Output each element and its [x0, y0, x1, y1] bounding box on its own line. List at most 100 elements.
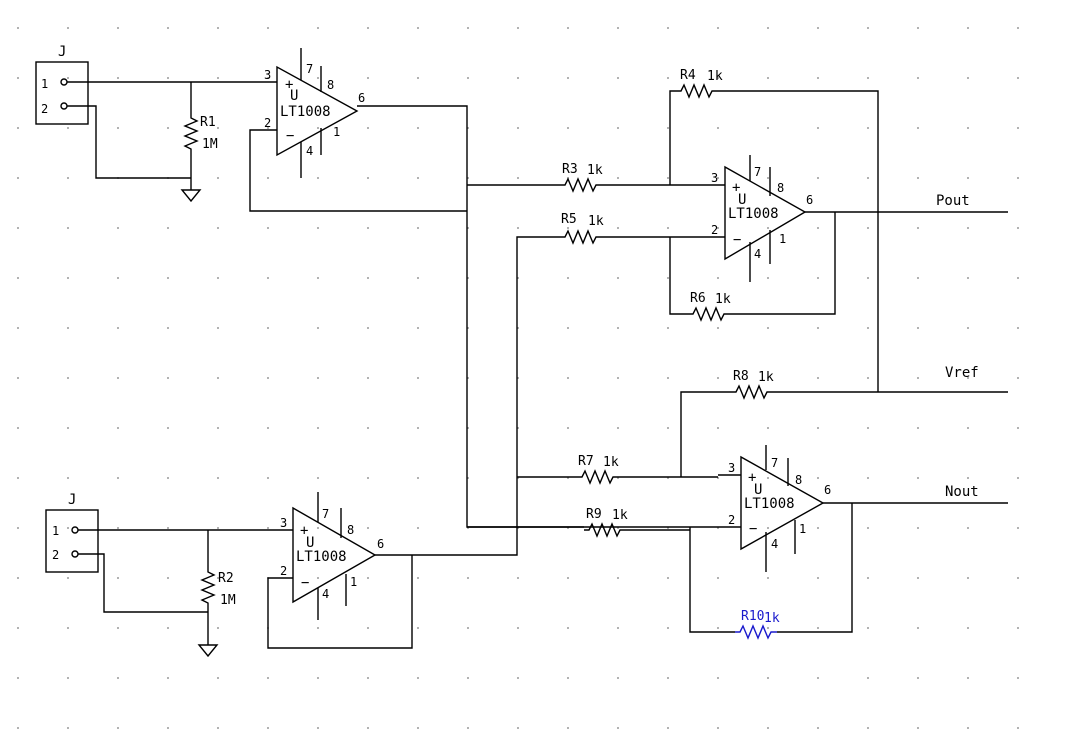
resistor-ref: R7: [578, 454, 594, 469]
resistor-r6[interactable]: R6 1k: [688, 291, 731, 322]
grid-dot: [17, 77, 19, 79]
grid-dot: [667, 677, 669, 679]
grid-dot: [417, 477, 419, 479]
resistor-value: 1k: [764, 611, 780, 626]
resistor-r9[interactable]: R9 1k: [584, 507, 628, 538]
grid-dot: [17, 277, 19, 279]
connector-j-bottom[interactable]: J 1 2: [45, 492, 99, 573]
grid-dot: [967, 627, 969, 629]
grid-dot: [17, 527, 19, 529]
grid-dot: [1017, 427, 1019, 429]
grid-dot: [167, 527, 169, 529]
grid-dot: [1017, 577, 1019, 579]
grid-dot: [867, 577, 869, 579]
grid-dot: [567, 377, 569, 379]
grid-dot: [667, 727, 669, 729]
resistor-value: 1M: [202, 137, 218, 152]
grid-dot: [67, 127, 69, 129]
opamp-u1[interactable]: + − U LT1008 3 2 7 8 4 1 6: [254, 48, 365, 178]
grid-dot: [67, 477, 69, 479]
grid-dot: [917, 577, 919, 579]
resistor-r1[interactable]: R1 1M: [183, 112, 218, 156]
pin-number: 1: [350, 575, 357, 589]
grid-dot: [167, 727, 169, 729]
grid-dot: [217, 727, 219, 729]
grid-dot: [17, 677, 19, 679]
grid-dot: [917, 277, 919, 279]
grid-dot: [667, 577, 669, 579]
grid-dot: [17, 577, 19, 579]
pin-number: 3: [280, 516, 287, 530]
grid-dot: [67, 277, 69, 279]
resistor-ref: R8: [733, 369, 749, 384]
resistor-r2[interactable]: R2 1M: [200, 565, 236, 610]
resistor-ref: R3: [562, 162, 578, 177]
connector-j-top[interactable]: J 1 2: [35, 44, 89, 125]
pin-number: 6: [358, 91, 365, 105]
grid-dot: [417, 227, 419, 229]
grid-dot: [117, 577, 119, 579]
pin-number: 4: [322, 587, 329, 601]
grid-dot: [967, 727, 969, 729]
grid-dot: [817, 727, 819, 729]
grid-dot: [217, 577, 219, 579]
resistor-r3[interactable]: R3 1k: [560, 162, 603, 193]
grid-dot: [417, 127, 419, 129]
grid-dot: [267, 477, 269, 479]
grid-dot: [117, 27, 119, 29]
opamp-u4[interactable]: + − U LT1008 3 2 7 8 4 1 6: [270, 492, 384, 620]
opamp-unit: U: [290, 88, 298, 104]
resistor-value: 1k: [612, 508, 628, 523]
grid-dot: [967, 227, 969, 229]
grid-dot: [567, 427, 569, 429]
resistor-r5[interactable]: R5 1k: [560, 212, 604, 245]
grid-dot: [267, 427, 269, 429]
resistor-r8[interactable]: R8 1k: [731, 369, 774, 400]
net-label-pout: Pout: [936, 193, 970, 209]
grid-dot: [567, 727, 569, 729]
grid-dot: [867, 627, 869, 629]
grid-dot: [467, 677, 469, 679]
grid-dots: [17, 27, 1019, 729]
grid-dot: [567, 327, 569, 329]
grid-dot: [867, 327, 869, 329]
grid-dot: [767, 477, 769, 479]
grid-dot: [767, 727, 769, 729]
grid-dot: [667, 277, 669, 279]
grid-dot: [867, 527, 869, 529]
grid-dot: [367, 677, 369, 679]
grid-dot: [417, 527, 419, 529]
grid-dot: [467, 77, 469, 79]
grid-dot: [917, 77, 919, 79]
grid-dot: [617, 727, 619, 729]
grid-dot: [417, 677, 419, 679]
grid-dot: [517, 177, 519, 179]
grid-dot: [367, 527, 369, 529]
grid-dot: [167, 27, 169, 29]
resistor-ref: R5: [561, 212, 577, 227]
grid-dot: [517, 577, 519, 579]
grid-dot: [67, 427, 69, 429]
grid-dot: [217, 377, 219, 379]
grid-dot: [467, 727, 469, 729]
pin-number: 6: [377, 537, 384, 551]
resistor-r4[interactable]: R4 1k: [676, 68, 723, 99]
grid-dot: [67, 677, 69, 679]
grid-dot: [567, 127, 569, 129]
resistor-r7[interactable]: R7 1k: [577, 454, 619, 485]
opamp-u3[interactable]: + − U LT1008 3 2 7 8 4 1 6: [718, 445, 831, 572]
net-label-nout: Nout: [945, 484, 979, 500]
grid-dot: [317, 577, 319, 579]
grid-dot: [417, 327, 419, 329]
resistor-r10[interactable]: R10 1k: [735, 609, 780, 640]
grid-dot: [817, 77, 819, 79]
grid-dot: [817, 527, 819, 529]
grid-dot: [117, 527, 119, 529]
resistor-ref: R2: [218, 571, 234, 586]
resistor-ref: R1: [200, 115, 216, 130]
grid-dot: [817, 277, 819, 279]
grid-dot: [267, 277, 269, 279]
grid-dot: [217, 227, 219, 229]
opamp-u2[interactable]: + − U LT1008 3 2 7 8 4 1 6: [702, 155, 813, 282]
